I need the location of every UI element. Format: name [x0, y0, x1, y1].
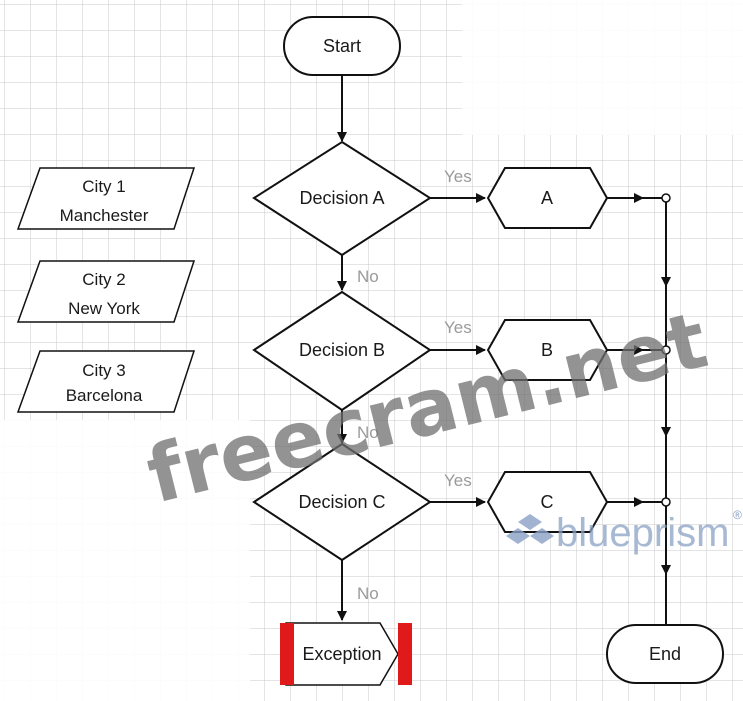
anchor-a[interactable]: [661, 193, 671, 203]
blank-region-top-right: [462, 0, 743, 135]
blueprism-logo: blueprism ®: [506, 508, 742, 555]
data-item-city-2-value: New York: [68, 299, 140, 318]
anchor-c[interactable]: [661, 497, 671, 507]
start-label: Start: [323, 36, 361, 56]
exception-bar-right: [398, 623, 412, 685]
data-item-city-2-name: City 2: [82, 270, 125, 289]
data-item-city-1-name: City 1: [82, 177, 125, 196]
blueprism-registered-mark: ®: [733, 508, 742, 522]
data-item-city-3-name: City 3: [82, 361, 125, 380]
stage-b-label: B: [541, 340, 553, 360]
connectors: [337, 76, 671, 625]
stage-b[interactable]: B: [486, 319, 609, 381]
decision-a[interactable]: Decision A: [252, 140, 432, 257]
decision-c[interactable]: Decision C: [252, 442, 432, 562]
blank-region-bottom-left: [0, 420, 250, 701]
stage-c-label: C: [541, 492, 554, 512]
decision-b-no-label: No: [357, 423, 379, 442]
stage-a-label: A: [541, 188, 553, 208]
decision-b-yes-label: Yes: [444, 318, 472, 337]
decision-b-label: Decision B: [299, 340, 385, 360]
data-item-city-2[interactable]: City 2 New York: [16, 260, 196, 323]
exception-bar-left: [280, 623, 294, 685]
exception-label: Exception: [302, 644, 381, 664]
decision-c-yes-label: Yes: [444, 471, 472, 490]
decision-c-no-label: No: [357, 584, 379, 603]
data-item-city-3[interactable]: City 3 Barcelona: [16, 350, 196, 413]
blueprism-wordmark: blueprism: [556, 511, 729, 555]
end-label: End: [649, 644, 681, 664]
decision-c-label: Decision C: [298, 492, 385, 512]
exception-stage[interactable]: Exception: [280, 622, 412, 686]
blueprism-logo-mark: [506, 514, 554, 544]
data-item-city-1[interactable]: City 1 Manchester: [16, 167, 196, 230]
decision-a-no-label: No: [357, 267, 379, 286]
stage-a[interactable]: A: [486, 167, 609, 229]
data-item-city-3-value: Barcelona: [66, 386, 143, 405]
decision-b[interactable]: Decision B: [252, 290, 432, 412]
anchor-b[interactable]: [661, 345, 671, 355]
end-stage[interactable]: End: [606, 624, 724, 684]
start-stage[interactable]: Start: [283, 16, 401, 76]
decision-a-yes-label: Yes: [444, 167, 472, 186]
stage-c[interactable]: C: [486, 471, 609, 533]
decision-a-label: Decision A: [299, 188, 384, 208]
data-item-city-1-value: Manchester: [60, 206, 149, 225]
